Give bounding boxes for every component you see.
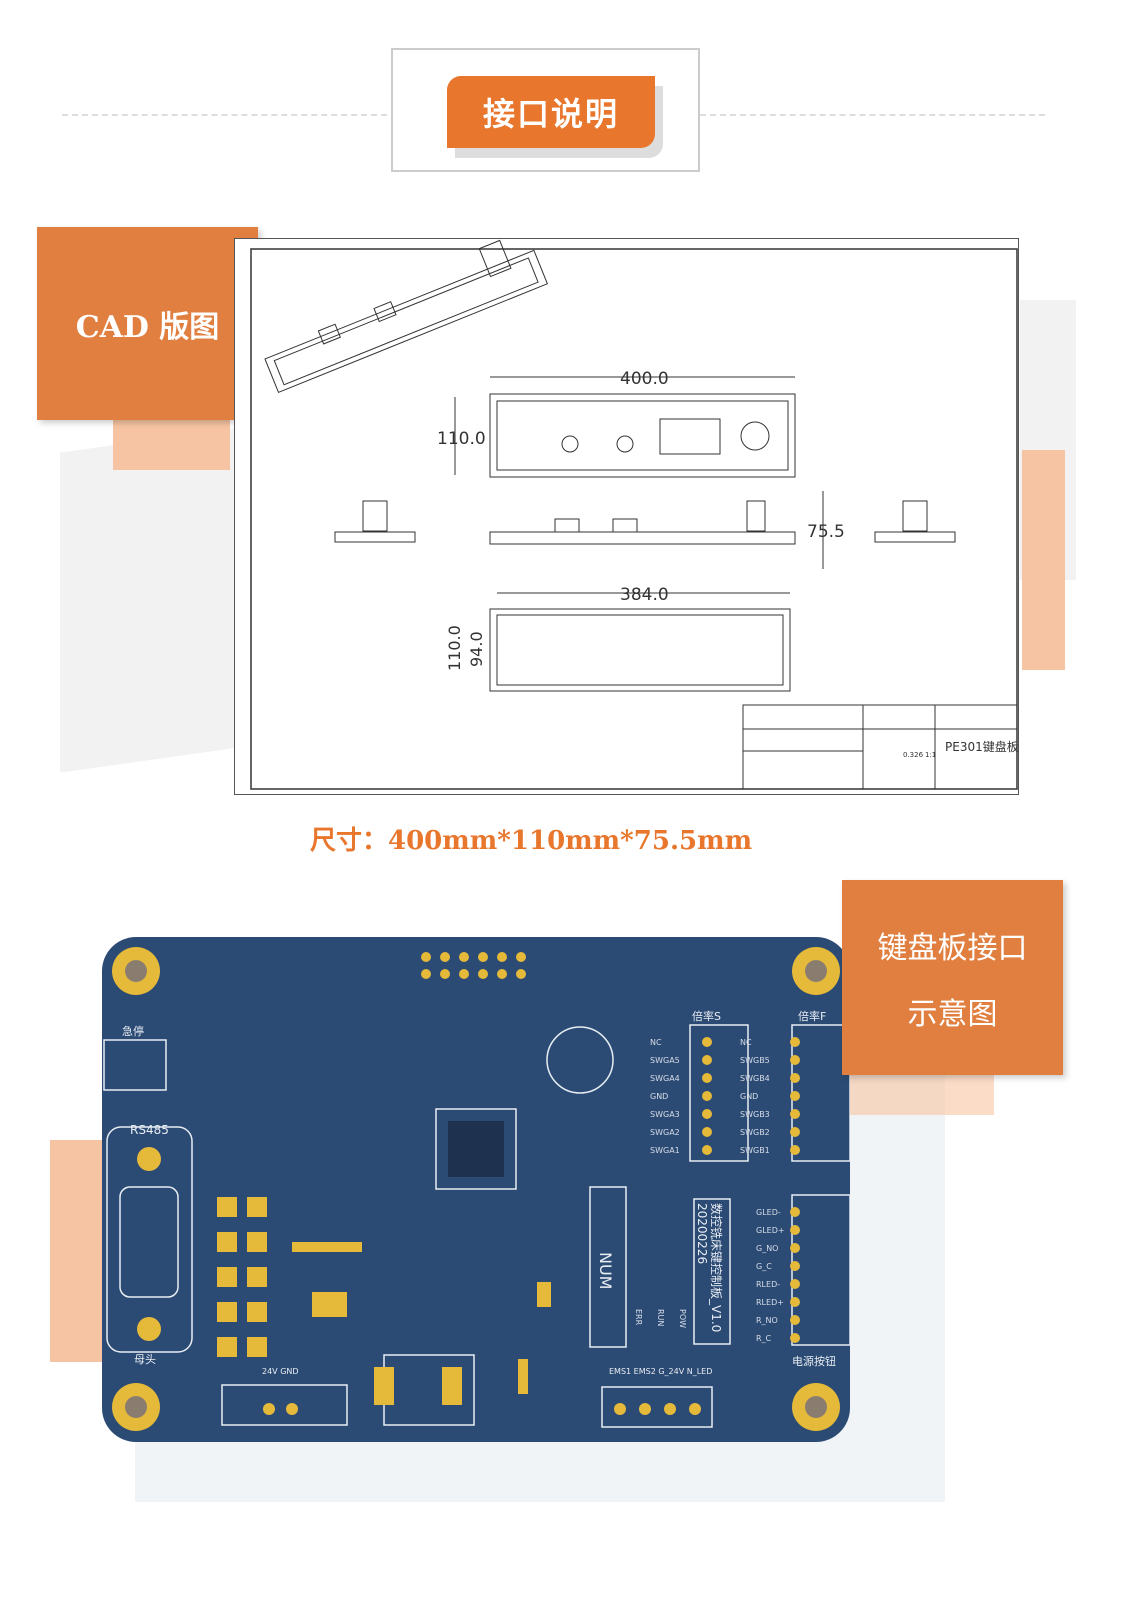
svg-text:SWGA4: SWGA4	[650, 1074, 680, 1083]
svg-text:94.0: 94.0	[467, 631, 486, 667]
svg-text:NUM: NUM	[596, 1252, 615, 1289]
svg-text:G_C: G_C	[756, 1262, 772, 1271]
svg-text:SWGA3: SWGA3	[650, 1110, 680, 1119]
svg-text:ERR: ERR	[634, 1309, 643, 1326]
svg-text:110.0: 110.0	[437, 429, 486, 449]
svg-text:110.0: 110.0	[445, 625, 464, 671]
accent-block	[50, 1140, 102, 1362]
svg-text:GND: GND	[650, 1092, 668, 1101]
svg-text:24V GND: 24V GND	[262, 1367, 299, 1376]
svg-text:SWGA1: SWGA1	[650, 1146, 680, 1155]
svg-text:数控铣床键控制板_V1.0: 数控铣床键控制板_V1.0	[709, 1203, 724, 1332]
bg-shape	[60, 427, 240, 773]
pcb-label-line1: 键盘板接口	[877, 930, 1028, 966]
pcb-label-line2: 示意图	[907, 996, 998, 1032]
svg-text:SWGB4: SWGB4	[740, 1074, 770, 1083]
svg-text:SWGB5: SWGB5	[740, 1056, 770, 1065]
svg-text:0.326: 0.326	[903, 751, 924, 759]
cad-label: CAD 版图	[37, 227, 258, 420]
accent-block	[1022, 450, 1065, 670]
section-title: 接口说明	[447, 76, 655, 148]
svg-text:电源按钮: 电源按钮	[792, 1354, 836, 1368]
iso-view	[264, 239, 549, 394]
svg-text:SWGA5: SWGA5	[650, 1056, 680, 1065]
svg-text:1:1: 1:1	[925, 751, 936, 759]
svg-text:20200226: 20200226	[695, 1203, 709, 1264]
svg-text:SWGB1: SWGB1	[740, 1146, 770, 1155]
svg-text:倍率F: 倍率F	[798, 1009, 826, 1023]
svg-text:400.0: 400.0	[620, 369, 669, 389]
svg-text:EMS1 EMS2 G_24V N_LED: EMS1 EMS2 G_24V N_LED	[609, 1367, 712, 1376]
svg-text:G_NO: G_NO	[756, 1244, 778, 1253]
dimensions-text: 尺寸：400mm*110mm*75.5mm	[310, 826, 753, 856]
svg-text:急停: 急停	[122, 1024, 144, 1038]
cad-drawing: 400.0 110.0 75.5 384.0 110.0 94.0 PE301键…	[234, 238, 1019, 795]
svg-text:SWGA2: SWGA2	[650, 1128, 680, 1137]
svg-text:RS485: RS485	[130, 1123, 169, 1137]
svg-text:NC: NC	[650, 1038, 662, 1047]
svg-text:PE301键盘板: PE301键盘板	[945, 739, 1019, 754]
header-pins	[137, 952, 800, 1415]
svg-text:R_C: R_C	[756, 1334, 772, 1343]
svg-text:倍率S: 倍率S	[692, 1009, 721, 1023]
svg-text:SWGB3: SWGB3	[740, 1110, 770, 1119]
svg-text:RLED+: RLED+	[756, 1298, 784, 1307]
svg-text:NC: NC	[740, 1038, 752, 1047]
svg-text:RUN: RUN	[656, 1309, 665, 1326]
pcb-label: 键盘板接口 示意图	[842, 880, 1063, 1075]
svg-text:75.5: 75.5	[807, 522, 845, 542]
svg-text:GLED-: GLED-	[756, 1208, 781, 1217]
svg-text:R_NO: R_NO	[756, 1316, 778, 1325]
svg-text:GND: GND	[740, 1092, 758, 1101]
svg-text:母头: 母头	[134, 1353, 156, 1366]
svg-text:SWGB2: SWGB2	[740, 1128, 770, 1137]
pcb-board-diagram: 急停 RS485 母头 24V GND 倍率S 倍率F 电源按钮 EMS1 EM…	[102, 937, 851, 1442]
svg-text:POW: POW	[678, 1309, 687, 1328]
svg-text:RLED-: RLED-	[756, 1280, 780, 1289]
svg-text:384.0: 384.0	[620, 585, 669, 605]
svg-text:GLED+: GLED+	[756, 1226, 785, 1235]
